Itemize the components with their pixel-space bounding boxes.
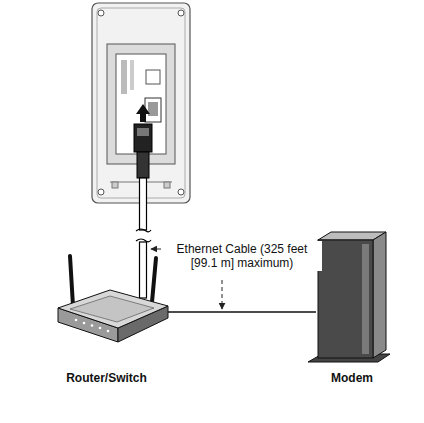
ethernet-cable-line [168, 311, 316, 312]
router-illustration [58, 256, 168, 342]
router-switch-node: Router/Switch [45, 250, 168, 388]
wall-device [92, 3, 190, 203]
modem-node: Modem [316, 228, 388, 388]
ethernet-plug [134, 104, 152, 178]
device-label: Modem [331, 371, 373, 388]
cable-callout: Ethernet Cable (325 feet [99.1 m] maximu… [162, 241, 322, 271]
ethernet-cable [136, 178, 151, 298]
device-label: Router/Switch [66, 371, 147, 388]
